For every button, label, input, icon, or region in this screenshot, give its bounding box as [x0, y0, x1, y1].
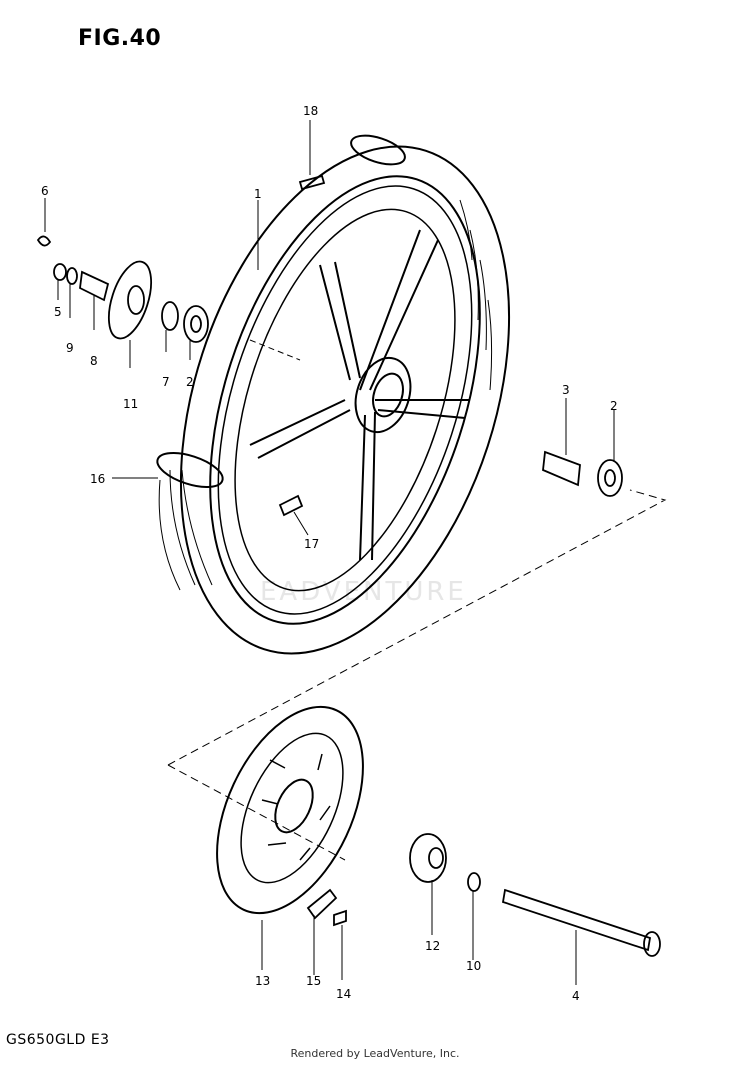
- part-label-14: 14: [336, 987, 351, 1001]
- part-label-15: 15: [306, 974, 321, 988]
- watermark: EADVENTURE: [260, 577, 467, 607]
- part-label-16: 16: [90, 472, 105, 486]
- part-label-6: 6: [41, 184, 49, 198]
- footer-credit: Rendered by LeadVenture, Inc.: [290, 1047, 460, 1060]
- part-label-11: 11: [123, 397, 138, 411]
- axle-parts: [278, 174, 661, 957]
- part-number-labels: 1 2 2 3 4 5 6 7 8 9 10 11 12 13 14 15 16…: [41, 104, 618, 1003]
- brake-disc: [216, 705, 364, 915]
- right-hub-parts: [542, 450, 623, 497]
- part-label-17: 17: [304, 537, 319, 551]
- part-label-13: 13: [255, 974, 270, 988]
- front-wheel: [156, 134, 511, 655]
- part-label-4: 4: [572, 989, 580, 1003]
- part-label-9: 9: [66, 341, 74, 355]
- part-label-2-right: 2: [610, 399, 618, 413]
- part-label-8: 8: [90, 354, 98, 368]
- part-label-3: 3: [562, 383, 570, 397]
- part-label-12: 12: [425, 939, 440, 953]
- part-label-10: 10: [466, 959, 481, 973]
- left-hub-parts: [36, 235, 209, 343]
- part-label-2-left: 2: [186, 375, 194, 389]
- model-code: GS650GLD E3: [6, 1032, 110, 1048]
- part-label-7: 7: [162, 375, 170, 389]
- part-label-1: 1: [254, 187, 262, 201]
- figure-title: FIG.40: [78, 26, 162, 51]
- part-label-5: 5: [54, 305, 62, 319]
- part-label-18: 18: [303, 104, 318, 118]
- leader-lines: [44, 120, 615, 985]
